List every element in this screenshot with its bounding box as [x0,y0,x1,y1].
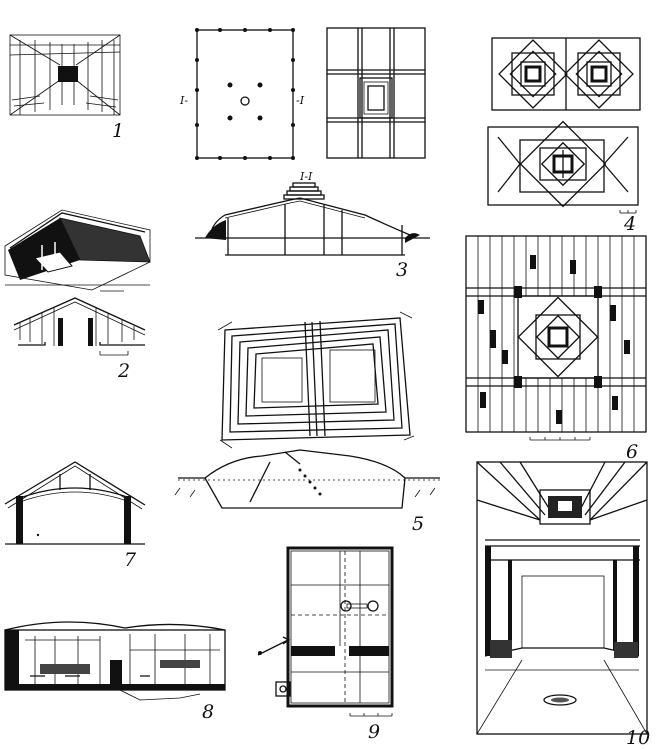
figure-3-plan [195,28,295,160]
figure-8-cutaway [4,621,226,701]
figure-5-log-frame [217,311,415,449]
figure-3-section: I-I [195,170,430,256]
figure-6-ceiling-plan [465,235,647,441]
figure-label-5: 5 [412,513,424,535]
figure-label-6: 6 [626,441,638,463]
figure-label-10: 10 [626,727,650,749]
figure-2-section [13,297,146,356]
figure-label-7: 7 [124,549,137,571]
figure-label-2: 2 [117,360,130,382]
section-title: I-I [299,170,313,183]
figure-4-ceiling-plans [487,37,641,214]
figure-7-section [4,461,146,545]
figure-5-section [174,449,440,509]
section-mark-left: I- [179,94,188,107]
figure-1-interior-sketch [9,34,121,116]
figure-9-plan [257,546,394,717]
figure-label-4: 4 [623,213,636,235]
figure-label-3: 3 [396,259,408,281]
figure-2-pit-house [4,209,151,292]
figure-label-9: 9 [368,721,380,743]
figure-10-interior-perspective [476,461,648,735]
figure-3-roof-plan [326,27,426,159]
figure-label-1: 1 [112,120,124,142]
figure-label-8: 8 [202,701,214,723]
section-mark-right: -I [296,94,305,107]
